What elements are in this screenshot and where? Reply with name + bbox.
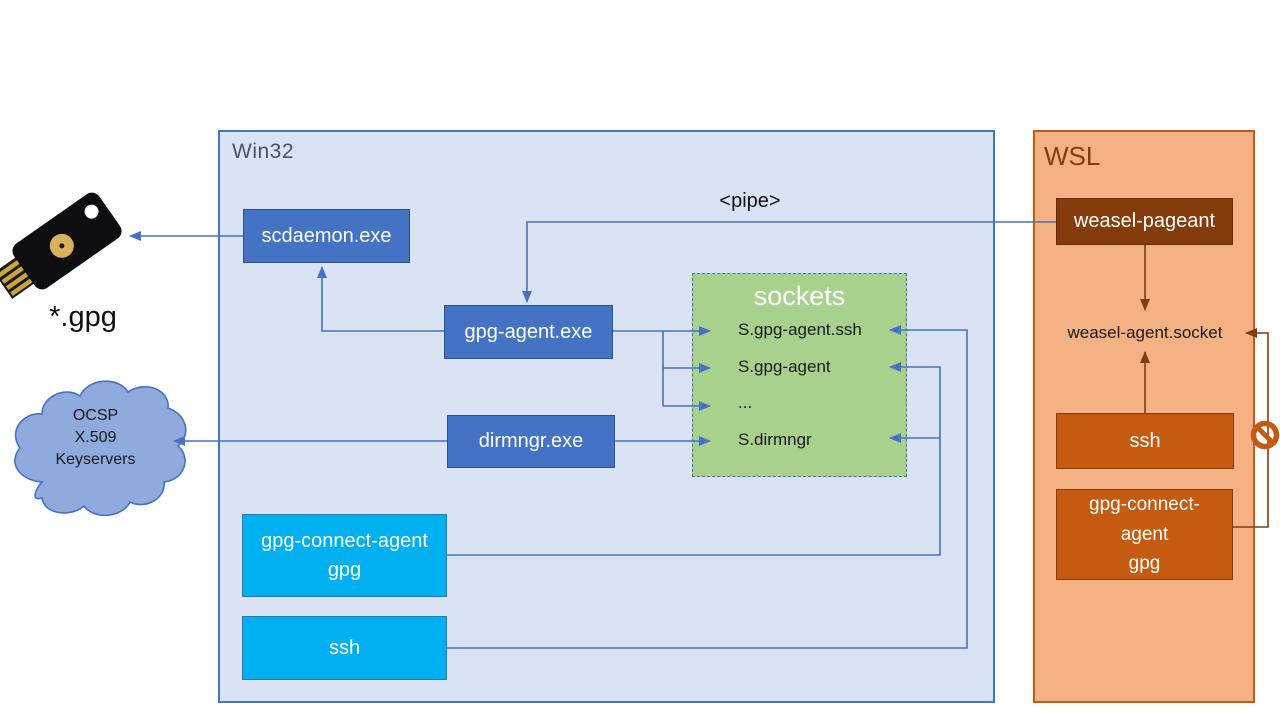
node-label-line: gpg-connect-agent (261, 529, 428, 552)
node-weasel-pageant: weasel-pageant (1056, 198, 1233, 245)
sockets-title: sockets (753, 281, 846, 311)
node-gpg-connect-agent-wsl: gpg-connect- agent gpg (1056, 489, 1233, 580)
node-scdaemon: scdaemon.exe (243, 209, 410, 263)
node-gpg-agent: gpg-agent.exe (444, 305, 613, 359)
node-label-line: gpg (1128, 553, 1161, 575)
wsl-container-label: WSL (1044, 141, 1101, 171)
node-label-line: agent (1120, 523, 1169, 545)
node-dirmngr: dirmngr.exe (447, 415, 615, 468)
node-label-line: gpg-connect- (1089, 494, 1200, 516)
node-ssh-wsl: ssh (1056, 413, 1234, 469)
socket-entry-gpg-agent: S.gpg-agent (738, 357, 831, 376)
blocked-icon (1250, 420, 1280, 450)
win32-container-label: Win32 (232, 140, 295, 163)
node-label-line: gpg (327, 558, 362, 581)
socket-entry-ellipsis: ... (738, 393, 753, 412)
keyservers-cloud-label: OCSP X.509 Keyservers (18, 405, 173, 471)
yubikey-icon (0, 192, 122, 299)
cloud-line-ocsp: OCSP (72, 407, 119, 424)
cloud-line-keyservers: Keyservers (55, 451, 136, 468)
socket-entry-dirmngr: S.dirmngr (738, 430, 812, 449)
label-gpg-files: *.gpg (49, 301, 117, 333)
node-gpg-connect-agent-win32: gpg-connect-agent gpg (242, 514, 447, 597)
label-weasel-agent-socket: weasel-agent.socket (1067, 323, 1223, 342)
node-ssh-win32: ssh (242, 616, 447, 680)
label-pipe: <pipe> (719, 190, 781, 212)
socket-entry-gpg-agent-ssh: S.gpg-agent.ssh (738, 320, 862, 339)
cloud-line-x509: X.509 (74, 429, 117, 446)
